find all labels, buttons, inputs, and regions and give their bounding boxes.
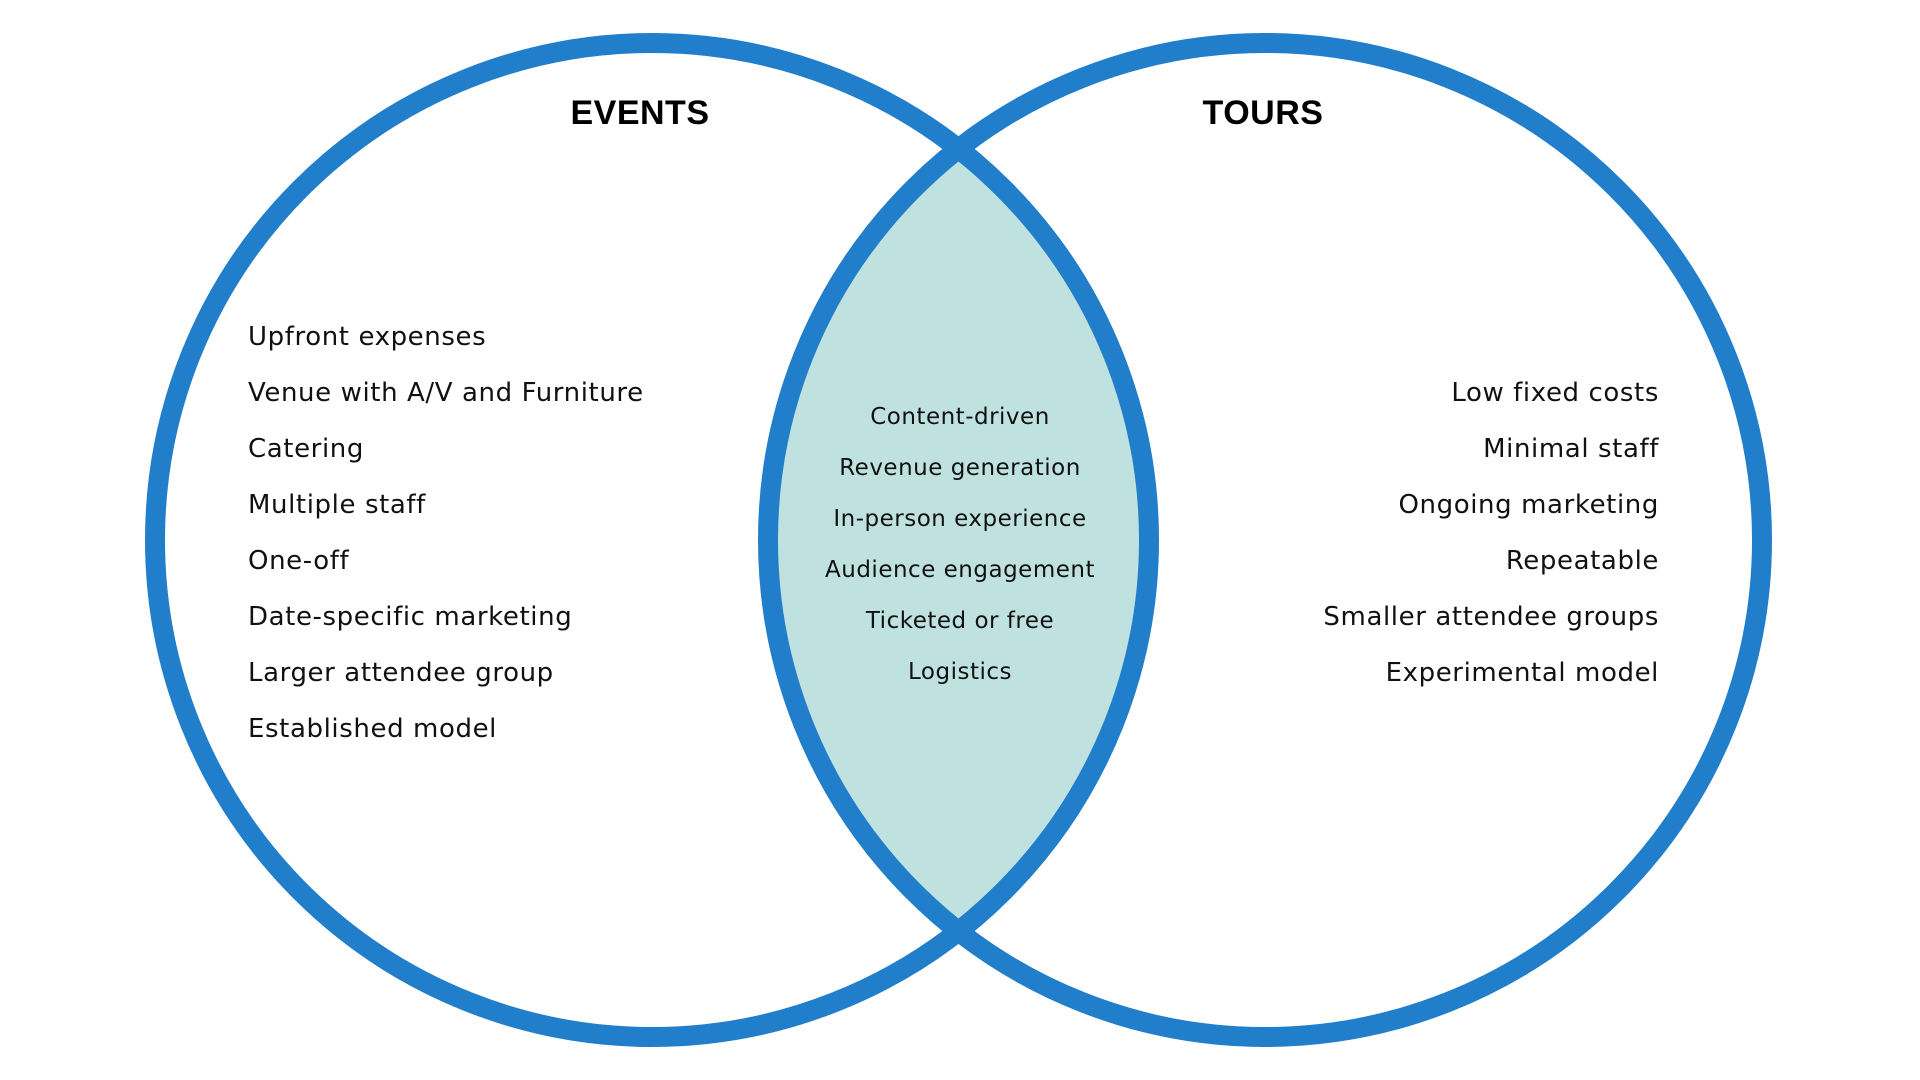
events-circle [145,33,1159,1047]
shared-item: Logistics [908,659,1012,685]
events-item: Date-specific marketing [248,602,572,632]
shared-item: Audience engagement [825,557,1095,583]
events-item: One-off [248,546,349,576]
events-items: Upfront expenses Venue with A/V and Furn… [248,322,644,744]
events-title: EVENTS [570,94,709,132]
tours-item: Repeatable [1506,546,1659,576]
shared-items: Content-driven Revenue generation In-per… [825,404,1095,685]
tours-item: Smaller attendee groups [1323,602,1659,632]
shared-item: Revenue generation [839,455,1081,481]
shared-item: Content-driven [870,404,1050,430]
tours-item: Ongoing marketing [1398,490,1659,520]
tours-title: TOURS [1203,94,1324,132]
events-item: Larger attendee group [248,658,554,688]
tours-item: Experimental model [1386,658,1659,688]
shared-item: Ticketed or free [865,608,1054,634]
shared-item: In-person experience [833,506,1086,532]
tours-circle [758,33,1772,1047]
intersection-region [768,43,1149,1037]
events-item: Catering [248,434,364,464]
events-item: Upfront expenses [248,322,486,352]
tours-item: Minimal staff [1483,434,1659,464]
events-item: Venue with A/V and Furniture [248,378,644,408]
events-item: Multiple staff [248,490,426,520]
tours-item: Low fixed costs [1451,378,1659,408]
tours-items: Low fixed costs Minimal staff Ongoing ma… [1323,378,1659,688]
events-item: Established model [248,714,497,744]
